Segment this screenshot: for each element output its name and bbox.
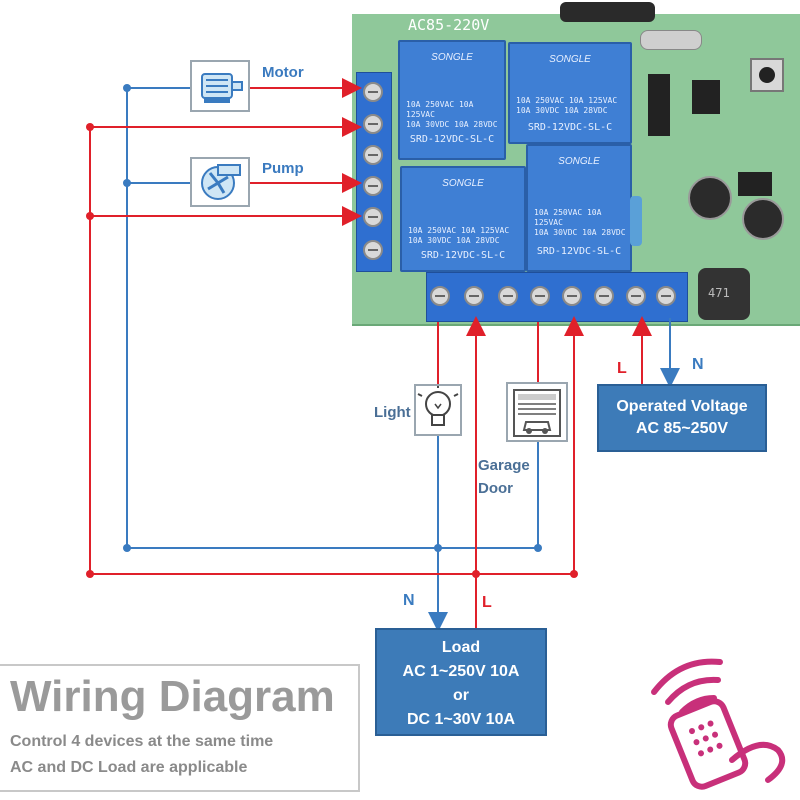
neutral-marker: N (692, 356, 704, 373)
terminal-screw (363, 240, 383, 260)
operated-voltage-box: Operated Voltage AC 85~250V (597, 384, 767, 452)
junction-dot (472, 570, 480, 578)
caption-line-1: Control 4 devices at the same time (10, 733, 274, 750)
push-button (750, 58, 784, 92)
junction-dot (123, 179, 131, 187)
neutral-marker: N (403, 592, 415, 609)
relay-brand: SONGLE (558, 156, 600, 167)
terminal-screw (498, 286, 518, 306)
remote-control-icon (640, 640, 796, 790)
terminal-screw (430, 286, 450, 306)
junction-dot (86, 123, 94, 131)
relay-brand: SONGLE (549, 54, 591, 65)
relay-spec-line: 10A 250VAC 10A 125VAC (534, 208, 602, 227)
terminal-screw (363, 82, 383, 102)
relay-brand: SONGLE (442, 178, 484, 189)
relay-spec-line: 10A 250VAC 10A 125VAC (406, 100, 474, 119)
relay-model: SRD-12VDC-SL-C (527, 122, 613, 133)
junction-dot (570, 570, 578, 578)
relay-brand: SONGLE (431, 52, 473, 63)
junction-dot (534, 544, 542, 552)
pump-label: Pump (262, 160, 304, 177)
relay-model: SRD-12VDC-SL-C (409, 134, 495, 145)
operated-voltage-title: Operated Voltage (616, 398, 748, 415)
terminal-screw (363, 145, 383, 165)
junction-dot (434, 544, 442, 552)
ic-chip (692, 80, 720, 114)
load-or: or (453, 687, 469, 704)
terminal-screw (464, 286, 484, 306)
load-title: Load (441, 639, 481, 656)
junction-dot (123, 544, 131, 552)
relay-spec-line: 10A 30VDC 10A 28VDC (408, 236, 500, 245)
terminal-screw (594, 286, 614, 306)
motor-label: Motor (262, 64, 304, 81)
load-dc-spec: DC 1~30V 10A (406, 711, 516, 728)
garage-door-label-line1: Garage (478, 457, 530, 474)
relay-spec-line: 10A 30VDC 10A 28VDC (516, 106, 608, 115)
terminal-screw (363, 207, 383, 227)
live-marker: L (482, 594, 492, 611)
crystal (640, 30, 702, 50)
capacitor (742, 198, 784, 240)
inductor: 471 (698, 268, 750, 320)
operated-voltage-range: AC 85~250V (635, 420, 729, 437)
live-marker: L (617, 360, 627, 377)
transistor (738, 172, 772, 196)
terminal-screw (530, 286, 550, 306)
garage-door-label-line2: Door (478, 480, 513, 497)
resistor (630, 196, 642, 246)
neutral-wire (126, 87, 190, 548)
load-ac-spec: AC 1~250V 10A (402, 663, 520, 680)
terminal-screw (363, 114, 383, 134)
junction-dot (123, 84, 131, 92)
light-label: Light (374, 404, 411, 421)
relay-spec-line: 10A 30VDC 10A 28VDC (406, 120, 498, 129)
terminal-screw (562, 286, 582, 306)
terminal-screw (656, 286, 676, 306)
motor-icon (190, 60, 250, 112)
light-bulb-icon (414, 384, 462, 436)
ic-chip (648, 74, 670, 136)
pump-icon (190, 157, 250, 207)
relay-spec-line: 10A 30VDC 10A 28VDC (534, 228, 626, 237)
junction-dot (86, 570, 94, 578)
terminal-screw (363, 176, 383, 196)
relay-model: SRD-12VDC-SL-C (420, 250, 506, 261)
caption-line-2: AC and DC Load are applicable (10, 759, 248, 776)
caption-frame (0, 664, 360, 792)
terminal-screw (626, 286, 646, 306)
load-box: Load AC 1~250V 10A or DC 1~30V 10A (375, 628, 547, 736)
caption-title: Wiring Diagram (10, 672, 335, 721)
left-terminal-block (356, 72, 392, 272)
relay-spec-line: 10A 250VAC 10A 125VAC (408, 226, 510, 235)
relay-model: SRD-12VDC-SL-C (536, 246, 622, 257)
inductor-label: 471 (708, 286, 730, 300)
board-voltage-print: AC85-220V (408, 16, 490, 34)
capacitor (688, 176, 732, 220)
garage-door-icon (506, 382, 568, 442)
junction-dot (86, 212, 94, 220)
relay-spec-line: 10A 250VAC 10A 125VAC (516, 96, 618, 105)
antenna-coil (560, 2, 655, 22)
